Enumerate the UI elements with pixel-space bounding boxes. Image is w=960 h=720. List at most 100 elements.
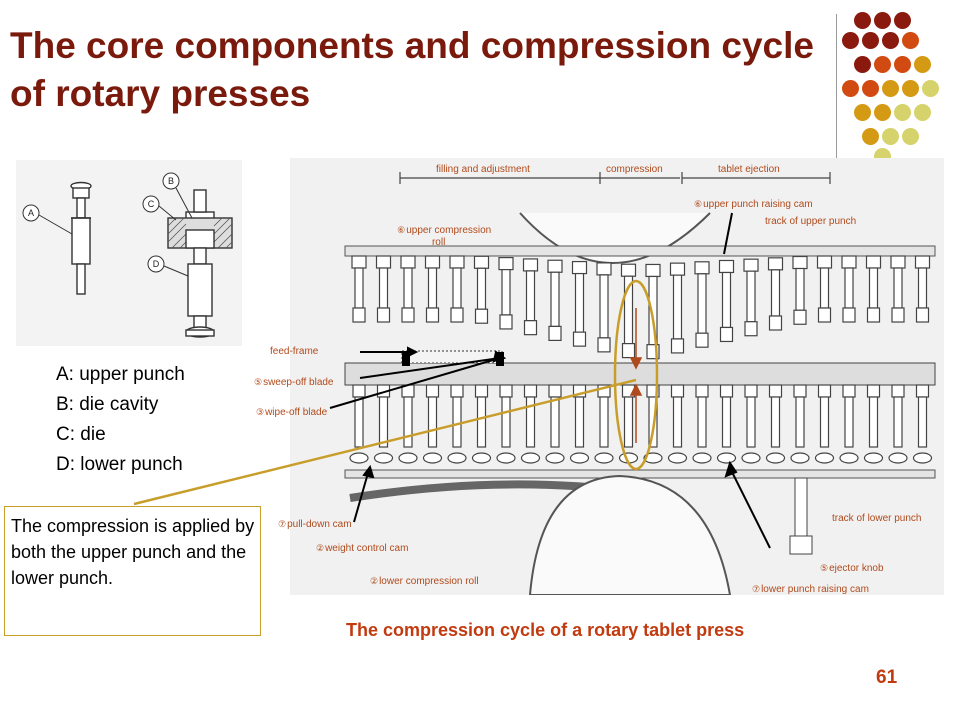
label-sweep-off-blade: ⑤sweep-off blade <box>254 377 334 388</box>
marker-b-label: B <box>168 176 174 186</box>
dot <box>854 12 871 29</box>
lower-punch <box>618 384 639 464</box>
upper-punch-row <box>351 255 931 360</box>
marker-a <box>22 204 40 222</box>
dot <box>914 104 931 121</box>
rotary-press-diagram: filling and adjustment compression table… <box>254 158 944 595</box>
upper-punch <box>841 255 857 323</box>
lower-punch <box>520 384 541 464</box>
dot <box>854 56 871 73</box>
legend-item: B: die cavity <box>56 394 159 415</box>
marker-a-label: A <box>28 208 34 218</box>
dot <box>862 80 879 97</box>
lower-punch <box>422 384 443 464</box>
lower-punch <box>594 384 614 464</box>
lower-punch <box>863 384 884 464</box>
upper-punch <box>571 260 588 347</box>
upper-punch <box>694 261 710 348</box>
upper-punch-drawing <box>70 181 92 295</box>
lower-punch <box>888 384 908 464</box>
marker-c-label: C <box>148 199 155 209</box>
decorative-dot-grid <box>840 10 960 165</box>
label-lower-compression-roll: ②lower compression roll <box>370 576 479 587</box>
upper-punch <box>718 259 735 343</box>
diagram-caption: The compression cycle of a rotary tablet… <box>346 620 745 640</box>
dot <box>894 104 911 121</box>
dot <box>842 80 859 97</box>
dot <box>882 32 899 49</box>
upper-punch <box>375 255 392 323</box>
marker-d <box>147 255 165 273</box>
dot <box>874 104 891 121</box>
page-number: 61 <box>876 667 898 688</box>
dot <box>914 56 931 73</box>
label-weight-control-cam: ②weight control cam <box>316 543 409 554</box>
upper-punch <box>498 257 514 330</box>
dot <box>882 128 899 145</box>
upper-punch <box>596 262 612 353</box>
label-lower-punch-raising-cam: ⑦lower punch raising cam <box>752 584 869 595</box>
lower-punch <box>741 384 761 464</box>
dot <box>842 32 859 49</box>
upper-punch <box>743 258 759 337</box>
dot <box>854 104 871 121</box>
lower-punch <box>814 384 835 464</box>
upper-punch-track <box>344 245 936 257</box>
upper-punch <box>669 262 686 354</box>
upper-punch <box>424 255 441 323</box>
upper-punch <box>351 255 367 323</box>
dot <box>862 128 879 145</box>
marker-b <box>162 172 180 190</box>
upper-punch <box>400 255 416 323</box>
label-pull-down-cam: ⑦pull-down cam <box>278 519 352 530</box>
upper-punch <box>816 255 833 323</box>
lower-punch <box>471 384 492 464</box>
upper-punch <box>890 255 906 323</box>
dot <box>902 128 919 145</box>
label-feed-frame: feed-frame <box>270 346 319 357</box>
lower-punch <box>496 384 516 464</box>
lower-punch <box>569 384 590 464</box>
upper-punch <box>522 258 539 336</box>
lower-punch <box>447 384 467 464</box>
lower-punch <box>667 384 688 464</box>
legend-item: A: upper punch <box>56 364 185 385</box>
slide-title: The core components and compression cycl… <box>10 25 814 114</box>
label-ejector-knob: ⑤ejector knob <box>820 563 884 574</box>
upper-punch <box>620 263 637 359</box>
marker-d-label: D <box>153 259 160 269</box>
compression-note: The compression is applied by both the u… <box>4 506 261 636</box>
dot <box>862 32 879 49</box>
lower-compression-roll <box>528 474 732 595</box>
dot <box>902 32 919 49</box>
ejector-knob-drawing <box>794 477 808 539</box>
upper-punch <box>792 255 808 325</box>
lower-punch <box>373 384 394 464</box>
lower-punch-row <box>349 384 933 464</box>
lower-punch <box>692 384 712 464</box>
die-table <box>344 362 936 386</box>
dot <box>874 12 891 29</box>
upper-punch <box>865 255 882 323</box>
lower-punch <box>765 384 786 464</box>
lower-punch <box>545 384 565 464</box>
upper-punch <box>767 257 784 331</box>
label-wipe-off-blade: ③wipe-off blade <box>256 407 328 418</box>
lower-punch <box>398 384 418 464</box>
upper-punch <box>547 259 563 342</box>
lower-punch <box>716 384 737 464</box>
dot <box>922 80 939 97</box>
upper-punch <box>473 255 490 324</box>
dot <box>874 56 891 73</box>
stage-label-filling: filling and adjustment <box>436 164 530 175</box>
legend-item: D: lower punch <box>56 454 183 475</box>
legend-item: C: die <box>56 424 106 445</box>
punch-legend: A: upper punch B: die cavity C: die D: l… <box>56 360 185 480</box>
die-assembly-drawing <box>167 189 233 338</box>
title-divider <box>836 14 837 160</box>
lower-punch <box>912 384 933 464</box>
lower-punch <box>790 384 810 464</box>
marker-c <box>142 195 160 213</box>
label-track-of-upper-punch: track of upper punch <box>765 216 857 227</box>
stage-label-ejection: tablet ejection <box>718 164 780 175</box>
